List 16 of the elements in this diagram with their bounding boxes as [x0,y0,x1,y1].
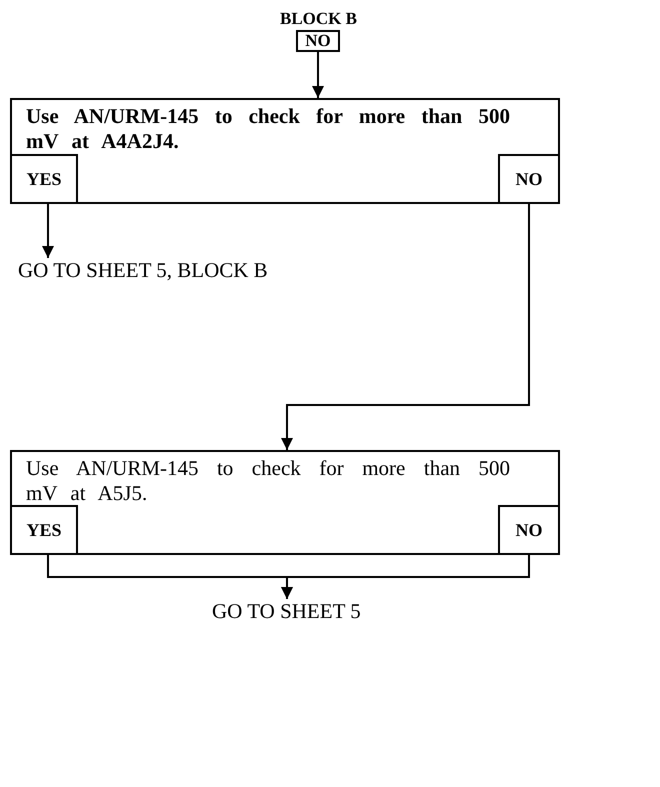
flow-arrow [312,52,324,98]
answer-box: NO [498,154,560,204]
answer-box: YES [10,154,78,204]
decision-box [10,98,560,204]
destination-text: GO TO SHEET 5 [212,599,362,625]
answer-box: NO [498,505,560,555]
flow-arrow [42,204,54,258]
destination-text: GO TO SHEET 5, BLOCK B [18,258,298,284]
instruction-text: Use AN/URM-145 to check for more than 500 mV at A5J5. [26,456,510,506]
block-heading: BLOCK B [280,10,356,28]
answer-box: NO [296,30,340,52]
flow-arrow [281,555,530,599]
flow-arrow [281,204,530,450]
instruction-text: Use AN/URM-145 to check for more than 500 mV at A4A2J4. [26,104,510,154]
answer-box: YES [10,505,78,555]
decision-box [10,450,560,555]
